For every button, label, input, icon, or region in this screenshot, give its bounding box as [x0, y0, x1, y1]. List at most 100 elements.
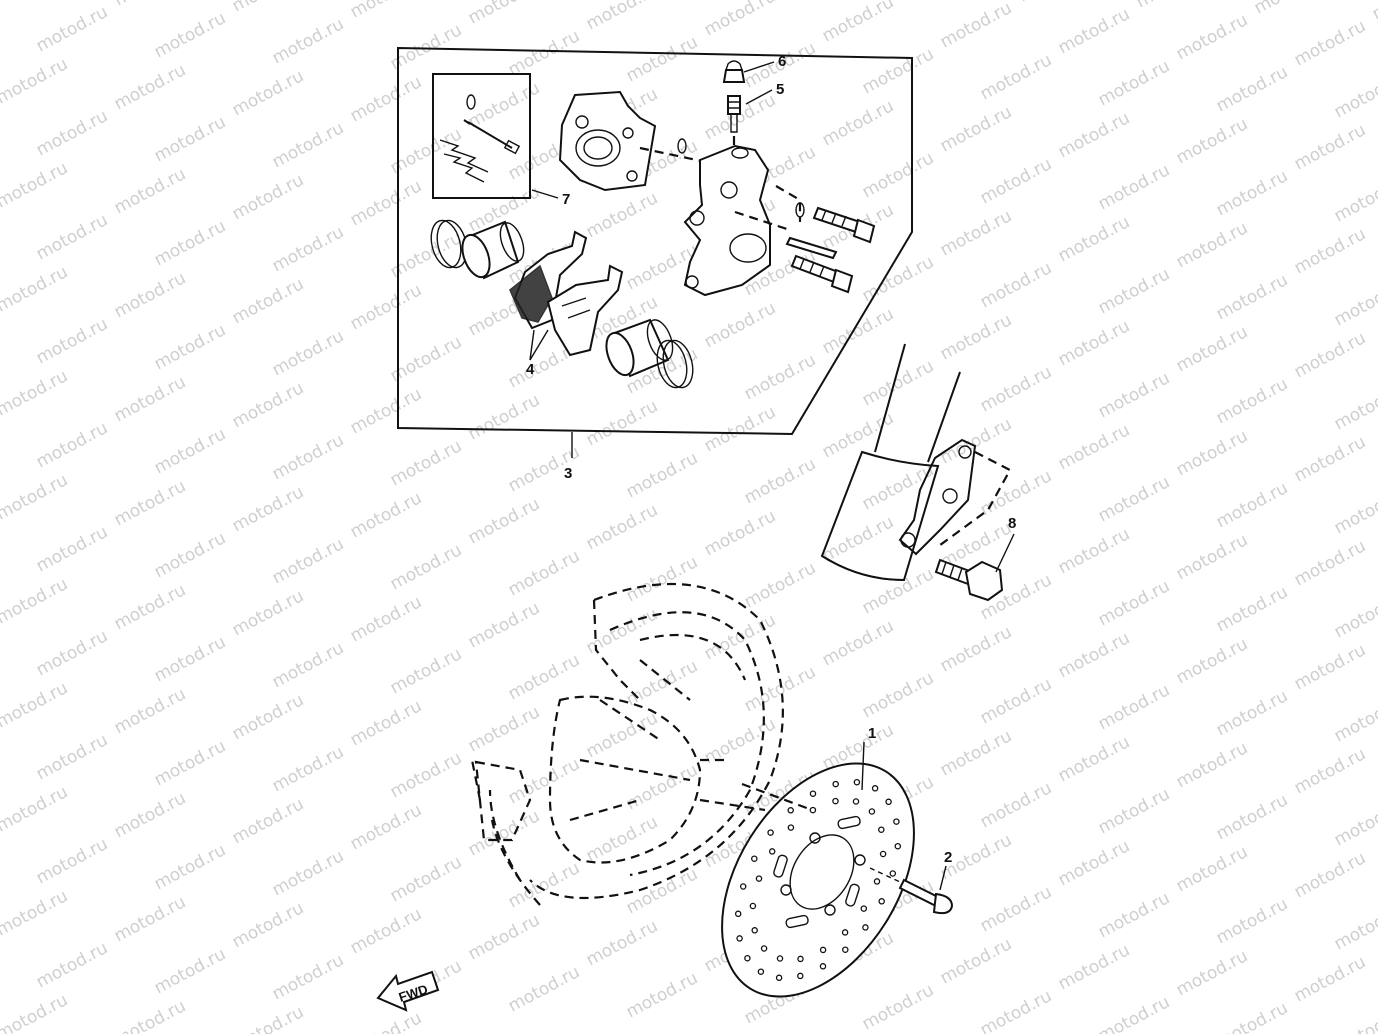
- leader-lines: [529, 61, 1015, 891]
- watermark-text: motod.ru: [1173, 634, 1251, 688]
- watermark-text: motod.ru: [229, 378, 307, 432]
- disc-vent-hole: [878, 826, 885, 833]
- watermark-text: motod.ru: [819, 512, 897, 566]
- watermark-text: motod.ru: [1213, 374, 1291, 428]
- slide-pin: [785, 202, 838, 260]
- watermark-text: motod.ru: [465, 598, 543, 652]
- watermark-text: motod.ru: [347, 72, 425, 126]
- watermark-text: motod.ru: [1213, 894, 1291, 948]
- watermark-text: motod.ru: [701, 298, 779, 352]
- disc-vent-hole: [819, 946, 827, 954]
- watermark-text: motod.ru: [859, 252, 937, 306]
- watermark-text: motod.ru: [1055, 212, 1133, 266]
- watermark-text: motod.ru: [741, 454, 819, 508]
- watermark-text: motod.ru: [347, 904, 425, 958]
- watermark-text: motod.ru: [1213, 686, 1291, 740]
- watermark-text: motod.ru: [1055, 732, 1133, 786]
- watermark-text: motod.ru: [1251, 0, 1329, 18]
- seal-kit-inset: [432, 73, 531, 199]
- watermark-text: motod.ru: [977, 258, 1055, 312]
- watermark-text: motod.ru: [33, 938, 111, 992]
- watermark-text: motod.ru: [937, 726, 1015, 780]
- fwd-direction-arrow: FWD: [376, 970, 440, 1012]
- disc-vent-hole: [739, 883, 747, 890]
- disc-vent-hole: [734, 910, 742, 918]
- watermark-text: motod.ru: [111, 684, 189, 738]
- watermark-text: motod.ru: [623, 32, 701, 86]
- watermark-text: motod.ru: [977, 778, 1055, 832]
- watermark-text: motod.ru: [1213, 62, 1291, 116]
- watermark-text: motod.ru: [1291, 640, 1369, 694]
- caliper-bolt-upper: [812, 206, 876, 244]
- watermark-text: motod.ru: [151, 736, 229, 790]
- watermark-text: motod.ru: [1133, 0, 1211, 12]
- watermark-text: motod.ru: [33, 2, 111, 56]
- watermark-text: motod.ru: [1291, 16, 1369, 70]
- disc-vent-hole: [809, 806, 817, 814]
- watermark-text: motod.ru: [0, 886, 71, 940]
- watermark-text: motod.ru: [269, 326, 347, 380]
- watermark-text: motod.ru: [347, 176, 425, 230]
- watermark-text: motod.ru: [111, 164, 189, 218]
- watermark-text: motod.ru: [229, 170, 307, 224]
- watermark-text: motod.ru: [583, 916, 661, 970]
- watermark-text: motod.ru: [0, 574, 71, 628]
- watermark-text: motod.ru: [1095, 160, 1173, 214]
- watermark-text: motod.ru: [1291, 120, 1369, 174]
- watermark-text: motod.ru: [937, 206, 1015, 260]
- watermark-text: motod.ru: [33, 106, 111, 160]
- watermark-text: motod.ru: [1331, 380, 1378, 434]
- watermark-text: motod.ru: [1331, 68, 1378, 122]
- callout-3: 3: [564, 465, 572, 482]
- watermark-text: motod.ru: [977, 466, 1055, 520]
- watermark-text: motod.ru: [1055, 4, 1133, 58]
- watermark-text: motod.ru: [1173, 218, 1251, 272]
- watermark-text: motod.ru: [1095, 680, 1173, 734]
- watermark-text: motod.ru: [33, 834, 111, 888]
- disc-vent-hole: [787, 824, 795, 831]
- watermark-text: motod.ru: [269, 950, 347, 1004]
- watermark-text: motod.ru: [0, 158, 71, 212]
- caliper-bolt-lower: [790, 254, 854, 294]
- watermark-text: motod.ru: [269, 534, 347, 588]
- watermark-text: motod.ru: [0, 366, 71, 420]
- watermark-text: motod.ru: [1213, 790, 1291, 844]
- disc-vent-hole: [879, 850, 887, 858]
- disc-vent-hole: [873, 878, 881, 885]
- watermark-text: motod.ru: [387, 644, 465, 698]
- caliper-body: [683, 144, 802, 297]
- watermark-text: motod.ru: [977, 362, 1055, 416]
- watermark-text: motod.ru: [1095, 576, 1173, 630]
- disc-vent-hole: [767, 829, 774, 836]
- watermark-text: motod.ru: [0, 54, 71, 108]
- watermark-text: motod.ru: [623, 448, 701, 502]
- watermark-text: motod.ru: [387, 436, 465, 490]
- watermark-text: motod.ru: [1055, 420, 1133, 474]
- watermark-text: motod.ru: [937, 0, 1015, 52]
- disc-vent-hole: [868, 808, 876, 815]
- disc-vent-hole: [889, 870, 897, 877]
- watermark-text: motod.ru: [347, 1008, 425, 1034]
- caliper-support-bracket: [558, 90, 721, 192]
- watermark-text: motod.ru: [1213, 478, 1291, 532]
- watermark-text: motod.ru: [623, 552, 701, 606]
- watermark-text: motod.ru: [387, 748, 465, 802]
- watermark-text: motod.ru: [465, 78, 543, 132]
- watermark-text: motod.ru: [1055, 524, 1133, 578]
- brake-pad-set: [509, 230, 624, 357]
- watermark-text: motod.ru: [1331, 692, 1378, 746]
- disc-vent-hole: [809, 790, 817, 797]
- watermark-text: motod.ru: [111, 996, 189, 1034]
- watermark-text: motod.ru: [33, 210, 111, 264]
- disc-vent-hole: [755, 875, 763, 882]
- watermark-text: motod.ru: [1055, 316, 1133, 370]
- callout-6: 6: [778, 53, 786, 70]
- watermark-text: motod.ru: [269, 118, 347, 172]
- watermark-text: motod.ru: [937, 934, 1015, 988]
- watermark-text: motod.ru: [1095, 368, 1173, 422]
- callout-1: 1: [868, 725, 876, 742]
- callout-7: 7: [562, 191, 570, 208]
- bleed-cap-part: [722, 60, 746, 83]
- watermark-text: motod.ru: [819, 96, 897, 150]
